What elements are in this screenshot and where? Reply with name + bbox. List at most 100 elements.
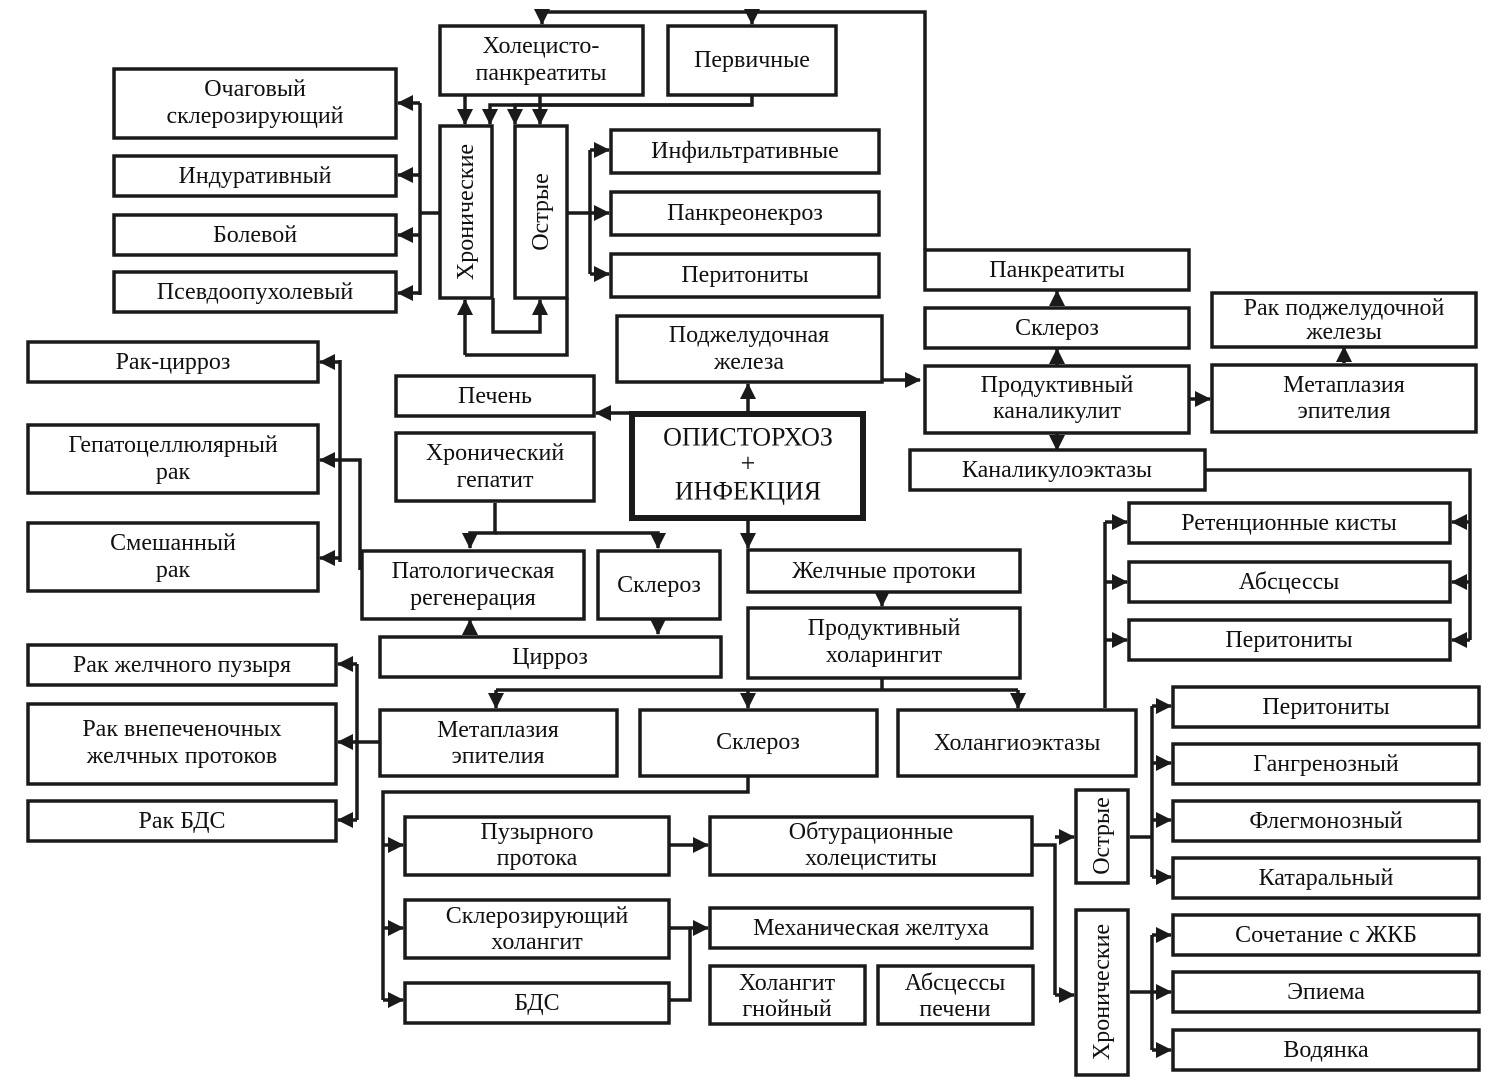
node-pancreonecrosis: Панкреонекроз xyxy=(609,190,881,237)
node-text: Рак поджелудочной xyxy=(1244,295,1445,321)
node-text: Псевдоопухолевый xyxy=(157,279,354,305)
node-sclerosis-bile: Склероз xyxy=(638,708,879,778)
node-text: ОПИСТОРХОЗ xyxy=(663,423,833,452)
node-text: Хронические xyxy=(1089,924,1115,1060)
node-text: протока xyxy=(497,845,578,871)
node-text: Катаральный xyxy=(1259,865,1394,891)
node-cystic-duct: Пузырного протока xyxy=(403,815,671,877)
node-canaliculoectasia: Каналикулоэктазы xyxy=(908,448,1207,492)
node-focal-sclerosing: Очаговый склерозирующий xyxy=(112,67,398,140)
node-text: + xyxy=(741,449,756,478)
node-text: склерозирующий xyxy=(166,103,343,129)
node-text: эпителия xyxy=(1298,398,1391,424)
node-text: Смешанный xyxy=(110,530,236,556)
node-text: Хронический xyxy=(426,440,564,466)
node-text: Склерозирующий xyxy=(446,903,629,929)
node-text: гнойный xyxy=(742,996,832,1022)
node-text: Пузырного xyxy=(480,819,593,845)
node-extrahepatic-duct-cancer: Рак внепеченочных желчных протоков xyxy=(26,702,338,786)
node-text: печени xyxy=(919,996,990,1022)
node-text: Обтурационные xyxy=(789,819,954,845)
node-text: Панкреонекроз xyxy=(667,200,823,226)
node-painful: Болевой xyxy=(112,213,398,257)
node-text: Склероз xyxy=(1015,315,1099,341)
node-text: Рак БДС xyxy=(139,808,226,834)
node-indurative: Индуративный xyxy=(112,154,398,198)
node-text: Сочетание с ЖКБ xyxy=(1235,922,1417,948)
node-text: Болевой xyxy=(213,222,297,248)
node-text: Рак внепеченочных xyxy=(82,716,281,742)
node-text: регенерация xyxy=(410,585,536,611)
node-text: Первичные xyxy=(694,47,810,73)
node-text: Метаплазия xyxy=(1283,372,1405,398)
node-hydrops: Водянка xyxy=(1171,1028,1481,1072)
node-peritonitis-pancreas: Перитониты xyxy=(609,252,881,299)
node-gallbladder-cancer: Рак желчного пузыря xyxy=(26,643,338,687)
node-acute-cholecystitis: Острые xyxy=(1074,788,1130,885)
node-text: эпителия xyxy=(452,743,545,769)
node-text: Индуративный xyxy=(179,163,332,189)
node-catarrhal: Катаральный xyxy=(1171,856,1481,900)
node-purulent-cholangitis: Холангит гнойный xyxy=(708,964,867,1026)
node-sclerosing-cholangitis: Склерозирующий холангит xyxy=(403,898,671,960)
node-text: Гангренозный xyxy=(1253,751,1399,777)
node-text: Механическая желтуха xyxy=(753,915,989,941)
node-text: рак xyxy=(156,459,191,485)
node-acute-pancreatitis: Острые xyxy=(513,124,569,300)
node-text: Рак-цирроз xyxy=(116,349,231,375)
node-text: рак xyxy=(156,557,191,583)
node-chronic-cholecystitis: Хронические xyxy=(1074,908,1130,1077)
node-text: Поджелудочная xyxy=(669,322,829,348)
node-peritonitis-gb: Перитониты xyxy=(1171,685,1481,729)
node-pseudotumor: Псевдоопухолевый xyxy=(112,270,398,314)
node-text: Острые xyxy=(528,173,554,251)
node-text: Холангит xyxy=(739,970,836,996)
node-text: Водянка xyxy=(1283,1037,1369,1063)
node-bile-ducts: Желчные протоки xyxy=(746,548,1022,594)
node-text: БДС xyxy=(514,990,559,1016)
node-hepatocellular-cancer: Гепатоцеллюлярный рак xyxy=(26,423,320,495)
node-text: Холангиоэктазы xyxy=(934,730,1101,756)
node-text: Холецисто- xyxy=(483,33,600,59)
node-bds: БДС xyxy=(403,981,671,1025)
node-text: Рак желчного пузыря xyxy=(73,652,291,678)
node-text: Очаговый xyxy=(204,76,306,102)
node-text: холангит xyxy=(491,929,583,955)
node-text: железы xyxy=(1305,319,1381,345)
node-text: Абсцессы xyxy=(905,970,1006,996)
node-chronic-hepatitis: Хронический гепатит xyxy=(394,431,596,503)
node-pancreatitis: Панкреатиты xyxy=(923,248,1191,292)
node-text: панкреатиты xyxy=(476,60,607,86)
node-text: ИНФЕКЦИЯ xyxy=(675,477,821,506)
node-sclerosis-pancreas: Склероз xyxy=(923,306,1191,350)
node-text: Эпиема xyxy=(1287,979,1365,1005)
node-text: Метаплазия xyxy=(437,717,559,743)
node-bds-cancer: Рак БДС xyxy=(26,799,338,843)
node-pancreas-cancer: Рак поджелудочной железы xyxy=(1210,291,1478,349)
node-obturation-cholecystitis: Обтурационные холециститы xyxy=(708,815,1034,877)
node-cirrhosis: Цирроз xyxy=(378,635,723,679)
node-abscesses: Абсцессы xyxy=(1127,560,1452,604)
node-text: железа xyxy=(713,349,784,375)
node-text: каналикулит xyxy=(993,398,1122,424)
node-mechanical-jaundice: Механическая желтуха xyxy=(708,906,1034,950)
node-sclerosis-liver: Склероз xyxy=(596,549,722,621)
node-text: гепатит xyxy=(457,467,534,493)
node-text: Печень xyxy=(458,383,532,409)
node-text: Склероз xyxy=(617,572,701,598)
node-metaplasia-bile: Метаплазия эпителия xyxy=(378,708,619,778)
node-chronic-pancreatitis: Хронические xyxy=(438,124,494,300)
node-cholangioectasia: Холангиоэктазы xyxy=(896,708,1138,778)
node-text: Флегмонозный xyxy=(1249,808,1402,834)
node-text: Перитониты xyxy=(1225,627,1352,653)
node-peritonitis-complication: Перитониты xyxy=(1127,618,1452,662)
node-text: Ретенционные кисты xyxy=(1181,510,1397,536)
node-productive-canaliculitis: Продуктивный каналикулит xyxy=(923,364,1191,435)
node-retention-cysts: Ретенционные кисты xyxy=(1127,501,1452,545)
node-text: Продуктивный xyxy=(981,372,1134,398)
node-empyema: Эпиема xyxy=(1171,970,1481,1014)
node-opisthorchiasis-infection: ОПИСТОРХОЗ + ИНФЕКЦИЯ xyxy=(629,411,866,521)
node-text: Патологическая xyxy=(392,558,555,584)
node-text: Продуктивный xyxy=(808,615,961,641)
